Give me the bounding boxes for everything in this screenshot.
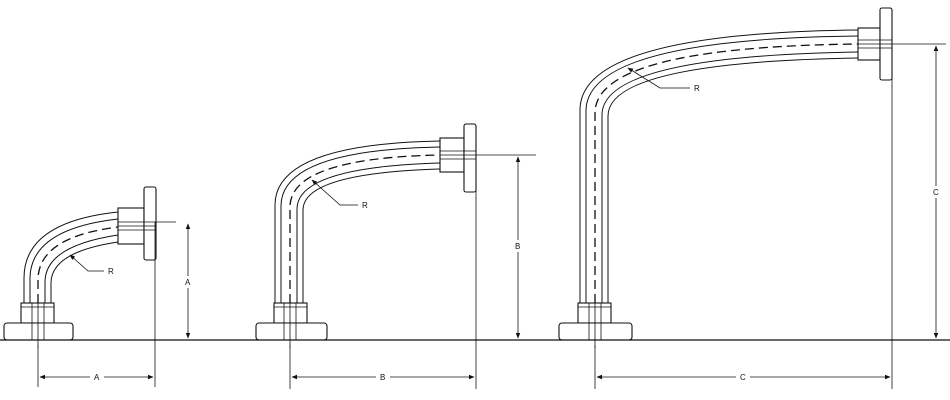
fixture-b: R B B: [255, 123, 536, 389]
pipe-a-inner-2: [50, 241, 119, 303]
dim-label-c-vertical: C: [933, 188, 939, 197]
radius-label-b: R: [362, 201, 368, 210]
dim-label-a-vertical: A: [185, 278, 191, 287]
radius-label-a: R: [108, 267, 114, 276]
wall-flange-b: [463, 123, 477, 193]
pipe-b-centerline: [289, 154, 441, 303]
leader-a: [69, 254, 104, 272]
leader-c: [627, 67, 690, 89]
fixture-a: R A A: [3, 186, 194, 387]
pipe-a-outer: [23, 211, 119, 303]
base-plate-c: [558, 322, 633, 341]
dim-label-b-horizontal: B: [380, 373, 385, 382]
base-collar-a: [20, 302, 55, 324]
leader-b: [311, 179, 358, 206]
pipe-c-centerline: [594, 43, 859, 303]
fixture-c: R C C: [558, 7, 946, 389]
dim-label-b-vertical: B: [515, 242, 520, 251]
wall-flange-a: [143, 186, 157, 261]
pipe-a-centerline: [37, 226, 119, 303]
base-plate-b: [255, 322, 328, 341]
base-collar-b: [273, 302, 308, 324]
dim-label-a-horizontal: A: [94, 373, 100, 382]
radius-label-c: R: [694, 84, 700, 93]
base-plate-a: [3, 322, 74, 341]
base-collar-c: [577, 302, 612, 324]
pipe-a-inner: [44, 234, 119, 303]
dim-label-c-horizontal: C: [740, 373, 746, 382]
pipe-a-outer-2: [29, 218, 119, 303]
